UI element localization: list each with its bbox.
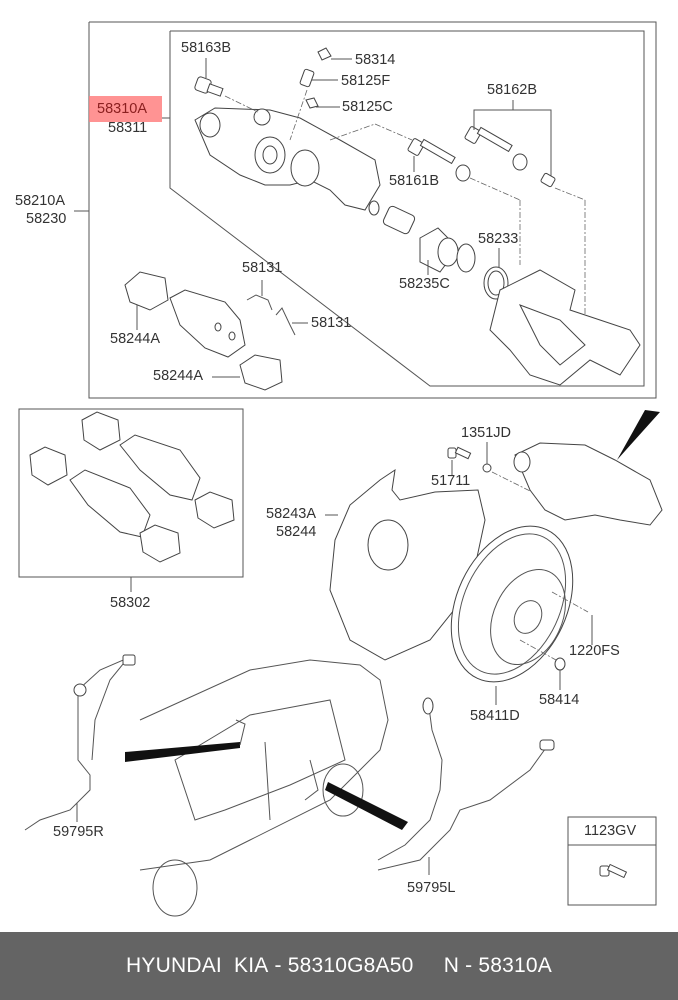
label-58161b[interactable]: 58161B [389,173,439,189]
parts-diagram: 58163B 58314 58125F 58125C 58310A 58311 … [15,21,663,917]
footer-separator: - [268,954,288,977]
label-59795r[interactable]: 59795R [53,824,104,840]
label-58414[interactable]: 58414 [539,692,580,708]
label-1220fs[interactable]: 1220FS [569,643,620,659]
label-58235c[interactable]: 58235C [399,276,450,292]
wheel-speed-sensor-left-drawing [377,697,555,875]
caliper-subbox [169,30,645,387]
assembly-box [88,21,657,399]
bleeder-parts-drawing [289,47,352,141]
label-59795l[interactable]: 59795L [407,880,456,896]
footer-brand: HYUNDAI KIA [126,954,269,977]
label-58210a[interactable]: 58210A [15,193,65,209]
label-51711[interactable]: 51711 [431,473,471,489]
diagram-drawing [18,21,663,917]
label-58125f[interactable]: 58125F [341,73,391,89]
caliper-body-drawing [194,107,381,211]
pad-kit-drawing [29,411,235,563]
footer-ref-number: 58310A [478,954,552,977]
footer-separator-2: - [459,954,479,977]
shield-bolts-drawing [447,442,549,501]
pad-set-drawing [124,271,308,391]
label-58311[interactable]: 58311 [108,120,148,136]
label-58163b[interactable]: 58163B [181,40,231,56]
wheel-speed-sensor-right-drawing [24,654,136,831]
footer-ref-prefix: N [443,954,460,977]
part-highlight [89,96,162,122]
label-58314[interactable]: 58314 [355,52,396,68]
footer-part-number: 58310G8A50 [287,954,414,977]
label-58411d[interactable]: 58411D [470,708,520,724]
label-58230[interactable]: 58230 [26,211,67,227]
label-58131-lower[interactable]: 58131 [311,315,352,331]
bolt-1123gv-drawing [599,863,628,879]
vehicle-drawing [125,659,408,917]
brake-rotor-drawing [450,525,593,705]
label-58233[interactable]: 58233 [478,231,519,247]
label-58131-upper[interactable]: 58131 [242,260,283,276]
label-58302[interactable]: 58302 [110,595,151,611]
caliper-bracket-drawing [489,269,641,386]
label-58244[interactable]: 58244 [276,524,317,540]
label-58310a[interactable]: 58310A [97,101,147,117]
part-number-footer: HYUNDAI KIA - 58310G8A50 N - 58310A [0,932,678,1000]
label-58244a-upper[interactable]: 58244A [110,331,160,347]
label-58243a[interactable]: 58243A [266,506,316,522]
label-58244a-lower[interactable]: 58244A [153,368,203,384]
bolt-58163b-drawing [194,58,259,113]
caliper-assembled-drawing [513,410,663,526]
piston-drawing [368,200,509,300]
slide-pins-drawing [329,100,586,315]
bolt-1123gv-box [567,816,657,906]
footer-gap [414,954,444,978]
label-58125c[interactable]: 58125C [342,99,393,115]
label-58162b[interactable]: 58162B [487,82,537,98]
label-1123gv[interactable]: 1123GV [584,823,637,839]
label-1351jd[interactable]: 1351JD [461,425,511,441]
